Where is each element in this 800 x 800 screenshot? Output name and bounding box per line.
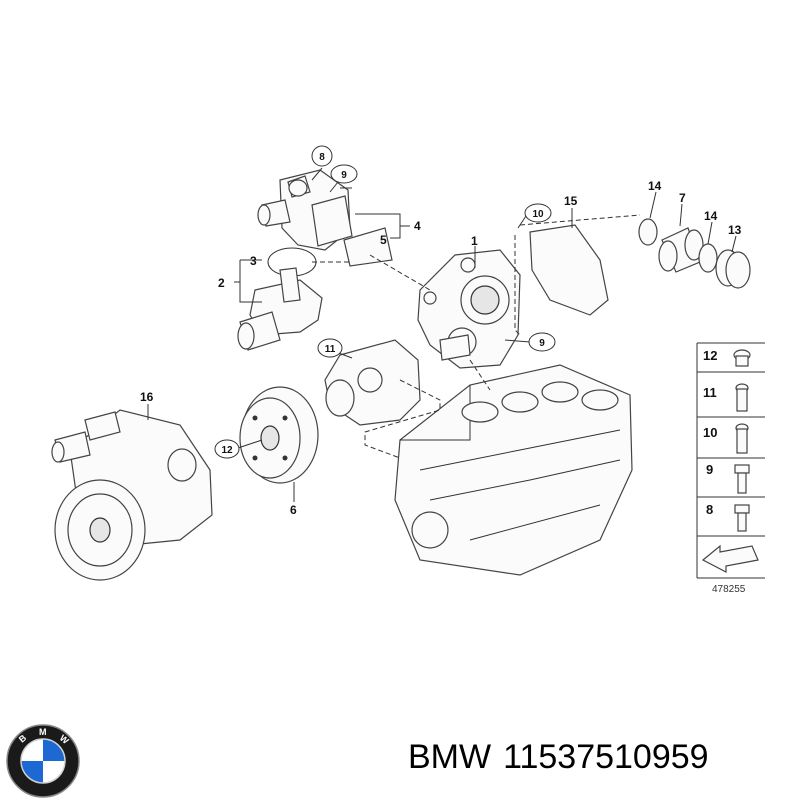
thermostat-assembly: [237, 247, 323, 351]
callout-9-right: 9: [528, 332, 556, 352]
svg-text:12: 12: [221, 445, 233, 456]
callout-13: 13: [728, 223, 742, 237]
bolt-8-icon: [734, 504, 750, 532]
callout-5: 5: [380, 233, 387, 247]
thermostat-housing: [257, 169, 353, 251]
bolt-12-icon: [733, 349, 751, 367]
callout-7: 7: [679, 191, 686, 205]
legend-label-11: 11: [703, 385, 717, 400]
part-number: 11537510959: [503, 738, 709, 776]
callout-15: 15: [564, 194, 578, 208]
svg-text:M: M: [39, 727, 47, 737]
fastener-legend: 12 11 10 9 8 478255: [696, 342, 765, 595]
vacuum-pump: [324, 339, 421, 426]
callout-16: 16: [140, 390, 154, 404]
callout-3: 3: [250, 254, 257, 268]
bolt-10-icon: [735, 423, 749, 454]
engine-block: [394, 364, 633, 576]
legend-label-9: 9: [706, 462, 713, 477]
pipe-7: [658, 227, 704, 273]
callout-6: 6: [290, 503, 297, 517]
legend-label-10: 10: [703, 425, 717, 440]
callout-10: 10: [524, 203, 552, 223]
seal-14a: [638, 218, 658, 246]
callout-2: 2: [218, 276, 225, 290]
brand-name: BMW: [408, 738, 492, 776]
reference-number: 478255: [712, 584, 746, 595]
callout-4: 4: [414, 219, 421, 233]
bmw-logo: B M W: [6, 724, 80, 798]
callout-11: 11: [317, 338, 343, 358]
bolt-11-icon: [735, 383, 749, 412]
svg-text:8: 8: [319, 152, 325, 163]
callout-1: 1: [471, 234, 478, 248]
belt-pulley: [239, 386, 319, 484]
legend-label-12: 12: [703, 348, 717, 363]
svg-text:9: 9: [341, 170, 347, 181]
svg-text:9: 9: [539, 338, 545, 349]
callout-14-b: 14: [704, 209, 718, 223]
svg-text:B: B: [17, 732, 29, 744]
water-pump: [417, 249, 521, 369]
svg-text:11: 11: [325, 344, 336, 355]
water-pump-assembly: [51, 409, 213, 581]
direction-arrow-icon: [701, 544, 759, 573]
seal-14b: [698, 243, 718, 273]
bolt-9-icon: [734, 464, 750, 494]
gasket-15: [529, 224, 609, 316]
footer-caption: BMW 11537510959: [408, 738, 721, 777]
callout-8: 8: [311, 145, 333, 167]
ring-13: [715, 249, 751, 289]
callout-9-top: 9: [330, 164, 358, 184]
legend-label-8: 8: [706, 502, 713, 517]
callout-12: 12: [214, 439, 240, 459]
gasket-5: [343, 227, 393, 267]
svg-text:10: 10: [532, 209, 544, 220]
callout-14-a: 14: [648, 179, 662, 193]
